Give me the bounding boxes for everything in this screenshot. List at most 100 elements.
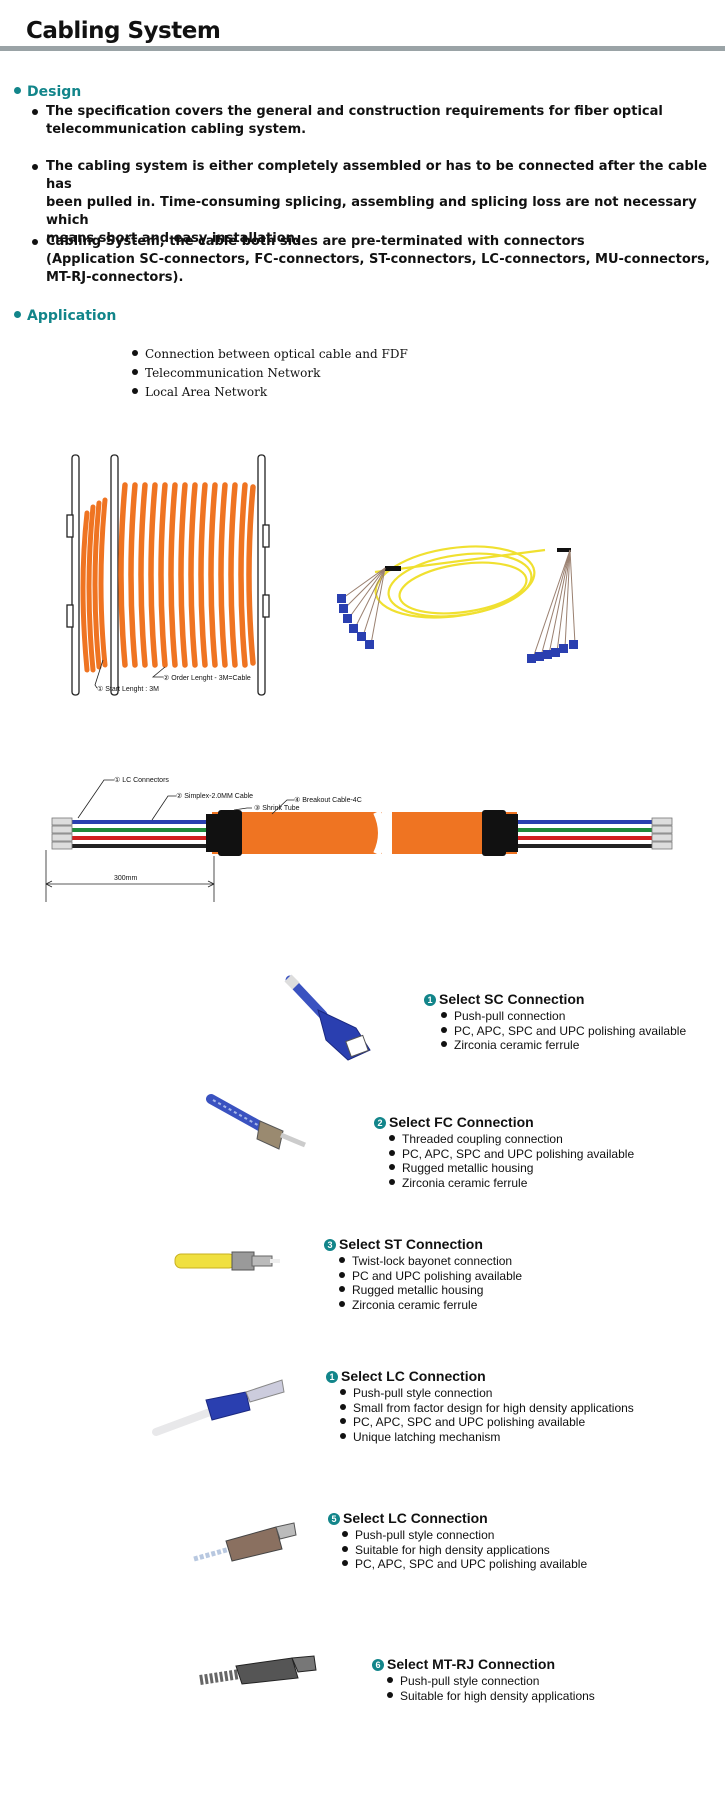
- cable-label-lc: ① LC Connectors: [114, 776, 169, 784]
- splitter-tube: [557, 548, 571, 552]
- list-item: PC, APC, SPC and UPC polishing available: [342, 1557, 587, 1572]
- list-item-label: Rugged metallic housing: [352, 1283, 484, 1297]
- bullet-icon: [340, 1418, 346, 1424]
- design-line: means short and easy installation.: [46, 231, 300, 246]
- fanout-cable-image: [337, 545, 578, 663]
- application-heading-text: Application: [27, 308, 117, 324]
- bullet-icon: [14, 311, 21, 318]
- list-item-label: Push-pull style connection: [400, 1674, 540, 1688]
- list-item-label: Push-pull connection: [454, 1009, 566, 1023]
- list-item-label: Threaded coupling connection: [402, 1132, 563, 1146]
- number-badge-icon: 1: [424, 994, 436, 1006]
- connection-title-text: Select FC Connection: [389, 1114, 534, 1130]
- number-badge-icon: 2: [374, 1117, 386, 1129]
- breakout-cable-diagram: ① LC Connectors ② Simplex-2.0MM Cable ③ …: [45, 776, 673, 902]
- cable-label-simplex: ② Simplex-2.0MM Cable: [176, 792, 253, 800]
- number-badge-icon: 5: [328, 1513, 340, 1525]
- design-line: Cabling System, the cable both sides are…: [46, 234, 585, 249]
- bullet-icon: [132, 350, 138, 356]
- design-heading-text: Design: [27, 84, 82, 100]
- list-item: Zirconia ceramic ferrule: [389, 1176, 634, 1191]
- bullet-icon: [342, 1531, 348, 1537]
- bullet-icon: [340, 1403, 346, 1410]
- connection-title-text: Select LC Connection: [343, 1510, 488, 1526]
- splitter-tube: [385, 566, 401, 571]
- title-divider: [0, 46, 725, 51]
- list-item: Small from factor design for high densit…: [340, 1401, 634, 1416]
- bullet-icon: [441, 1012, 447, 1018]
- list-item-label: PC and UPC polishing available: [352, 1268, 523, 1283]
- list-item: Rugged metallic housing: [389, 1161, 634, 1176]
- list-item: Push-pull style connection: [342, 1528, 587, 1543]
- list-item-label: Zirconia ceramic ferrule: [402, 1175, 528, 1190]
- list-item-label: Zirconia ceramic ferrule: [454, 1038, 580, 1052]
- application-heading: Application: [14, 308, 116, 324]
- reel-label-start: ① Start Lenght : 3M: [97, 685, 159, 693]
- bullet-icon: [340, 1389, 346, 1395]
- bullet-icon: [32, 239, 38, 245]
- list-item-label: Local Area Network: [145, 385, 268, 399]
- bullet-icon: [339, 1257, 345, 1263]
- list-item: Local Area Network: [132, 383, 408, 402]
- list-item: Zirconia ceramic ferrule: [339, 1298, 522, 1313]
- reel-label-order: ② Order Lenght - 3M=Cable: [163, 674, 251, 682]
- number-badge-icon: 3: [324, 1239, 336, 1251]
- number-badge-icon: 1: [326, 1371, 338, 1383]
- design-line: been pulled in. Time-consuming splicing,…: [46, 195, 697, 228]
- bullet-icon: [339, 1286, 345, 1292]
- list-item-label: Twist-lock bayonet connection: [352, 1254, 513, 1268]
- fc-connector-image: [206, 1094, 306, 1150]
- page-title: Cabling System: [26, 18, 221, 44]
- list-item-label: Zirconia ceramic ferrule: [352, 1297, 478, 1312]
- list-item-label: Suitable for high density applications: [400, 1688, 595, 1703]
- bullet-icon: [389, 1164, 395, 1170]
- number-badge-icon: 6: [372, 1659, 384, 1671]
- sc-connector-image: [284, 974, 371, 1061]
- bullet-icon: [32, 164, 38, 170]
- design-paragraph-1: The specification covers the general and…: [32, 103, 663, 139]
- bullet-icon: [132, 369, 138, 375]
- cable-dimension-label: 300mm: [114, 875, 138, 882]
- list-item-label: Small from factor design for high densit…: [353, 1400, 634, 1415]
- connection-title-text: Select SC Connection: [439, 991, 585, 1007]
- bullet-icon: [387, 1691, 393, 1698]
- list-item: Suitable for high density applications: [342, 1543, 587, 1558]
- cable-label-breakout: ④ Breakout Cable-4C: [294, 796, 362, 804]
- mu-connector-image: [193, 1522, 297, 1562]
- list-item: Twist-lock bayonet connection: [339, 1254, 522, 1269]
- bullet-icon: [389, 1135, 395, 1141]
- list-item-label: PC, APC, SPC and UPC polishing available: [355, 1557, 588, 1571]
- list-item: Unique latching mechanism: [340, 1430, 634, 1445]
- list-item: Connection between optical cable and FDF: [132, 345, 408, 364]
- connection-title-text: Select MT-RJ Connection: [387, 1656, 556, 1672]
- list-item: Suitable for high density applications: [387, 1689, 595, 1704]
- list-item-label: PC, APC, SPC and UPC polishing available: [402, 1146, 635, 1161]
- bullet-icon: [389, 1178, 395, 1185]
- list-item: Threaded coupling connection: [389, 1132, 634, 1147]
- cable-reel-diagram: ① Start Lenght : 3M ② Order Lenght - 3M=…: [66, 454, 270, 696]
- design-heading: Design: [14, 84, 81, 100]
- list-item: PC, APC, SPC and UPC polishing available: [389, 1147, 634, 1162]
- list-item-label: Rugged metallic housing: [402, 1161, 534, 1175]
- design-paragraph-2: The cabling system is either completely …: [32, 158, 725, 248]
- bullet-icon: [389, 1149, 395, 1156]
- design-line: The specification covers the general and…: [46, 104, 663, 119]
- connection-title-text: Select LC Connection: [341, 1368, 486, 1384]
- bullet-icon: [32, 109, 38, 115]
- bullet-icon: [339, 1271, 345, 1278]
- bullet-icon: [340, 1432, 346, 1439]
- list-item: PC, APC, SPC and UPC polishing available: [441, 1024, 686, 1039]
- list-item-label: PC, APC, SPC and UPC polishing available: [454, 1023, 687, 1038]
- bullet-icon: [14, 87, 21, 94]
- bullet-icon: [342, 1545, 348, 1552]
- design-line: telecommunication cabling system.: [46, 122, 307, 137]
